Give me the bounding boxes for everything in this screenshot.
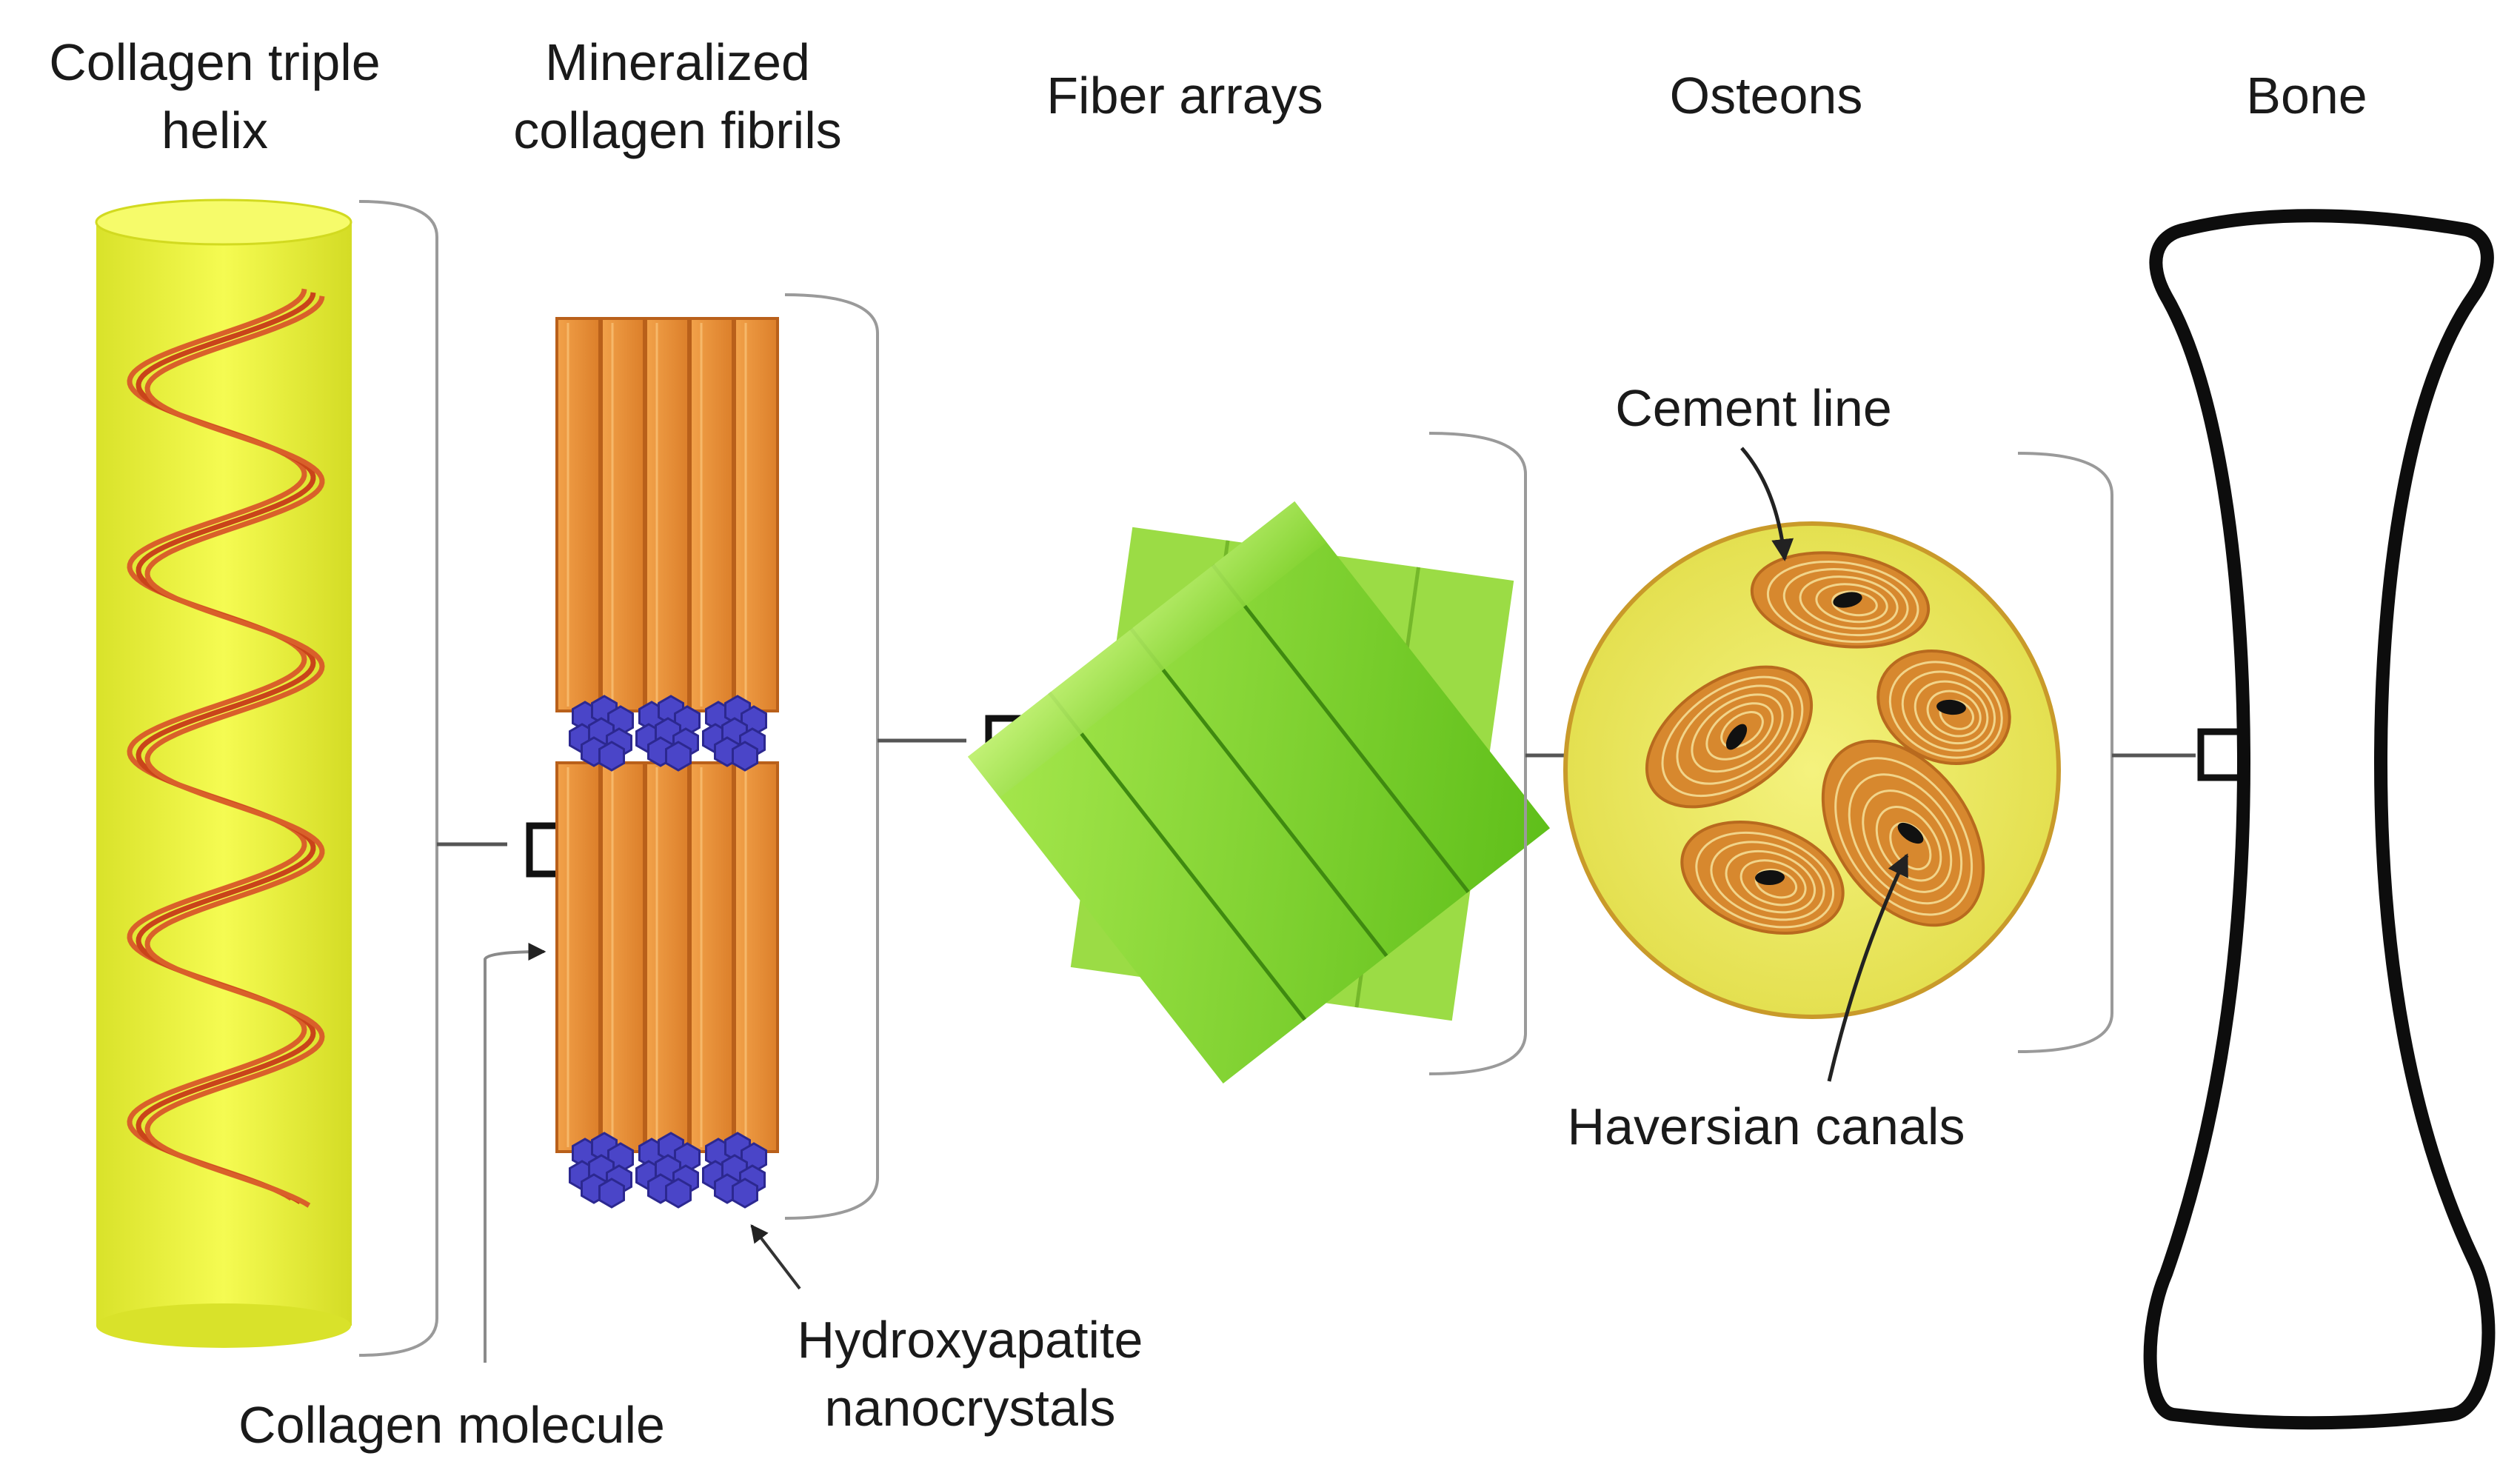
osteon-lamella-ring (1705, 702, 1774, 761)
haversian-canals (1725, 592, 1966, 886)
collagen-fibril (555, 761, 601, 1153)
hydroxyapatite-clusters (569, 695, 767, 1209)
collagen-fibril (555, 317, 601, 712)
fibril-bracket (784, 293, 879, 1220)
osteon-lamella-ring (1862, 789, 1953, 893)
collagen-fibril (689, 761, 735, 1153)
bone-outline (2143, 209, 2496, 1430)
hydroxyapatite-crystal (732, 741, 758, 772)
osteon-lamella-ring (1914, 680, 1989, 745)
header-line: Collagen triple (49, 33, 380, 91)
osteon-lamella-ring (1782, 568, 1909, 637)
header-collagen-triple-helix: Collagen triple helix (49, 33, 380, 159)
header-osteons: Osteons (1670, 67, 1863, 124)
helix-cylinder-body (96, 222, 352, 1326)
cement-line-label: Cement line (1615, 379, 1892, 437)
osteon-lamella-ring (1875, 806, 1942, 882)
osteon-lamella-ring (1661, 675, 1804, 798)
haversian-canal (1833, 592, 1862, 608)
osteon-lamella-ring (1710, 841, 1825, 921)
header-mineralized-collagen-fibrils: Mineralized collagen fibrils (513, 33, 842, 159)
osteon-lamella-ring (1691, 693, 1784, 773)
fiber-arrays-illustration (967, 501, 1551, 1084)
collagen-fibril (733, 761, 779, 1153)
osteon-lamella-ring (1831, 590, 1878, 617)
collagen-fibril (733, 317, 779, 712)
osteon-lamella-ring (1766, 560, 1919, 644)
fiber-sheet-edge (967, 501, 1327, 798)
osteon-lamella-ring (1725, 849, 1817, 914)
hydroxyapatite-crystal (732, 1178, 758, 1209)
haversian-canal (1936, 699, 1966, 715)
header-line: helix (161, 101, 268, 159)
osteon-lamella-ring (1834, 757, 1973, 916)
osteon-lamella-ring (1695, 831, 1835, 929)
header-line: Fiber arrays (1046, 67, 1323, 124)
header-line: collagen fibrils (513, 101, 842, 159)
helix-bracket (358, 200, 438, 1357)
collagen-fibril (644, 317, 690, 712)
mineralized-collagen-fibrils-illustration (555, 317, 779, 1209)
helix-strands (127, 288, 325, 1208)
fiber-lines-front (1048, 564, 1470, 1021)
osteon-lamella-ring (1901, 670, 1996, 752)
collagen-fibril (600, 761, 646, 1153)
collagen-triple-helix-illustration (95, 198, 352, 1348)
osteons-illustration (1563, 521, 2061, 1019)
hydroxyapatite-crystal (598, 1178, 625, 1209)
osteon-lamella-ring (1720, 711, 1764, 749)
hydroxyapatite-arrow (750, 1224, 801, 1290)
hydroxyapatite-crystal (665, 1178, 692, 1209)
helix-cylinder-bottom (96, 1303, 351, 1348)
hydroxyapatite-crystal (598, 741, 625, 772)
collagen-molecule-label: Collagen molecule (238, 1396, 665, 1454)
collagen-molecule-arrow (484, 943, 547, 1363)
osteon-lamella-ring (1739, 859, 1807, 906)
hydroxyapatite-crystal (665, 741, 692, 772)
cement-line-arrow (1740, 447, 1794, 561)
header-line: Osteons (1670, 67, 1863, 124)
helix-cylinder-top (95, 198, 352, 246)
osteon-lamella-ring (1926, 689, 1982, 738)
haversian-canal (1725, 724, 1748, 750)
haversian-canals-arrow (1827, 853, 1909, 1082)
hydroxyapatite-label-line2: nanocrystals (825, 1379, 1116, 1437)
header-line: Mineralized (545, 33, 810, 91)
osteon-lamella-ring (1888, 661, 2003, 759)
header-fiber-arrays: Fiber arrays (1046, 67, 1323, 124)
collagen-fibril (689, 317, 735, 712)
osteon-lamella-ring (1848, 773, 1963, 905)
header-bone: Bone (2246, 67, 2367, 124)
osteon-lamella-ring (1815, 583, 1888, 624)
haversian-canal (1755, 869, 1785, 886)
osteon-lamella-ring (1676, 684, 1794, 785)
collagen-fibril (600, 317, 646, 712)
hydroxyapatite-label-line1: Hydroxyapatite (798, 1311, 1143, 1369)
header-line: Bone (2246, 67, 2367, 124)
haversian-canal (1897, 822, 1924, 844)
osteon-lamella-ring (1799, 575, 1899, 630)
haversian-canals-label: Haversian canals (1568, 1098, 1965, 1155)
helix-strand (144, 295, 325, 1208)
collagen-fibril (644, 761, 690, 1153)
